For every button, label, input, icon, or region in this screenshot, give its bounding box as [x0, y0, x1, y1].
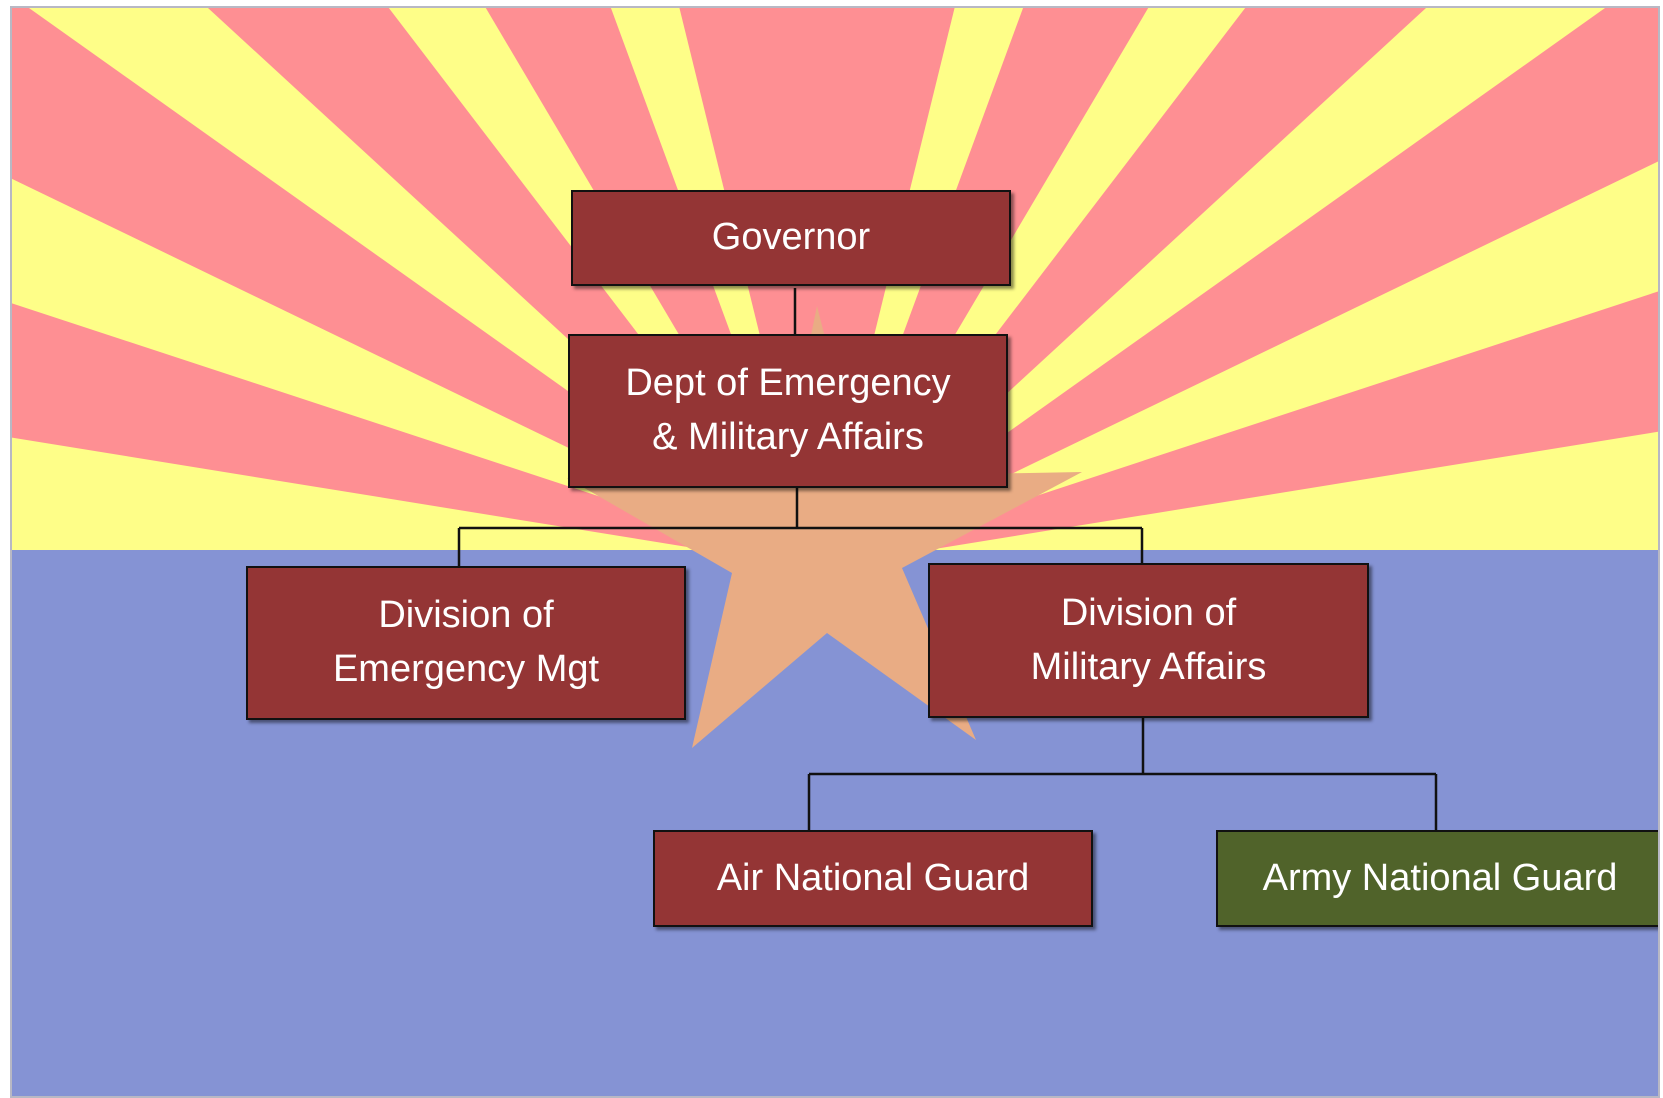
army-national-guard-label: Army National Guard — [1262, 856, 1618, 899]
dema-label-line-1: Dept of Emergency — [625, 362, 951, 405]
army-national-guard-box: Army National Guard — [1216, 830, 1658, 927]
governor-label: Governor — [711, 216, 871, 259]
arizona-flag-background — [12, 8, 1658, 1096]
flag-sun-ray — [388, 8, 817, 568]
flag-sun-ray — [817, 8, 1606, 568]
air-national-guard-box: Air National Guard — [653, 830, 1093, 927]
dema-box: Dept of Emergency & Military Affairs — [568, 334, 1008, 488]
military-affairs-box: Division of Military Affairs — [928, 563, 1369, 718]
flag-sun-ray — [817, 161, 1658, 568]
dema-label-line-2: & Military Affairs — [652, 416, 924, 458]
flag-sun-ray — [817, 431, 1658, 568]
military-affairs-label-line-1: Division of — [1060, 591, 1237, 634]
air-national-guard-label: Air National Guard — [716, 856, 1030, 899]
flag-frame: Governor Dept of Emergency & Military Af… — [10, 6, 1660, 1098]
flag-sun-ray — [12, 437, 817, 568]
emergency-mgt-label-line-2: Emergency Mgt — [332, 648, 600, 690]
emergency-mgt-box: Division of Emergency Mgt — [246, 566, 686, 720]
governor-box: Governor — [571, 190, 1011, 286]
military-affairs-label-line-2: Military Affairs — [1030, 645, 1267, 688]
emergency-mgt-label-line-1: Division of — [378, 594, 554, 637]
flag-sun-ray — [817, 8, 1246, 568]
